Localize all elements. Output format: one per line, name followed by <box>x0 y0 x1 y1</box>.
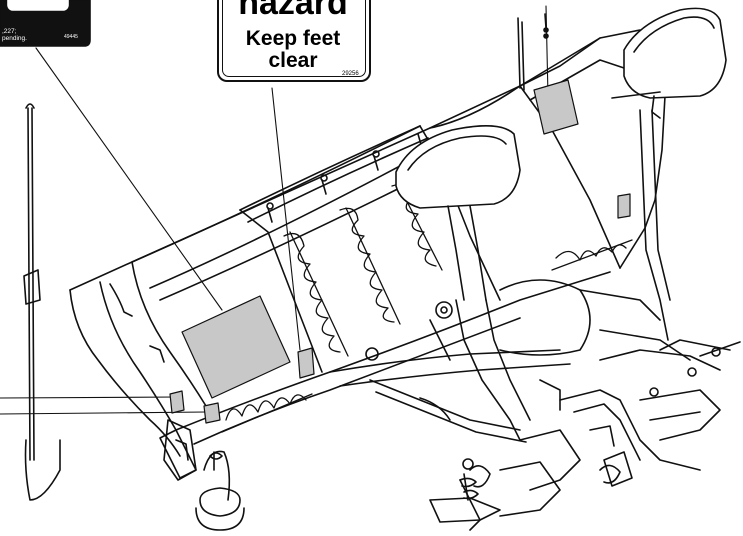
a-frame <box>329 279 691 443</box>
trip-springs <box>221 183 633 433</box>
keep-feet-text: Keep feet <box>245 27 341 50</box>
patent-code: 49445 <box>64 34 78 40</box>
left-decal-2 <box>203 402 221 424</box>
marker-rod <box>23 103 41 461</box>
shoe-assembly <box>24 419 245 531</box>
upper-decal <box>533 79 579 135</box>
hazard-text: hazard <box>238 0 348 22</box>
plow-blade <box>69 13 666 479</box>
patent-text-line1: ,227; <box>2 28 17 35</box>
small-warning-decal <box>297 347 315 379</box>
mount-assembly <box>429 339 741 531</box>
left-decal-1 <box>169 390 185 414</box>
headlight-left <box>395 125 531 441</box>
decal-patches <box>169 79 631 424</box>
headlight-right <box>611 7 727 341</box>
patent-decal <box>0 0 91 47</box>
warning-label <box>217 0 371 82</box>
warning-label-code: 29256 <box>342 71 359 77</box>
patent-text-line2: pending. <box>2 35 27 42</box>
warning-label-inner-frame <box>222 0 366 77</box>
large-decal <box>181 295 291 399</box>
clear-text: clear <box>268 49 318 72</box>
